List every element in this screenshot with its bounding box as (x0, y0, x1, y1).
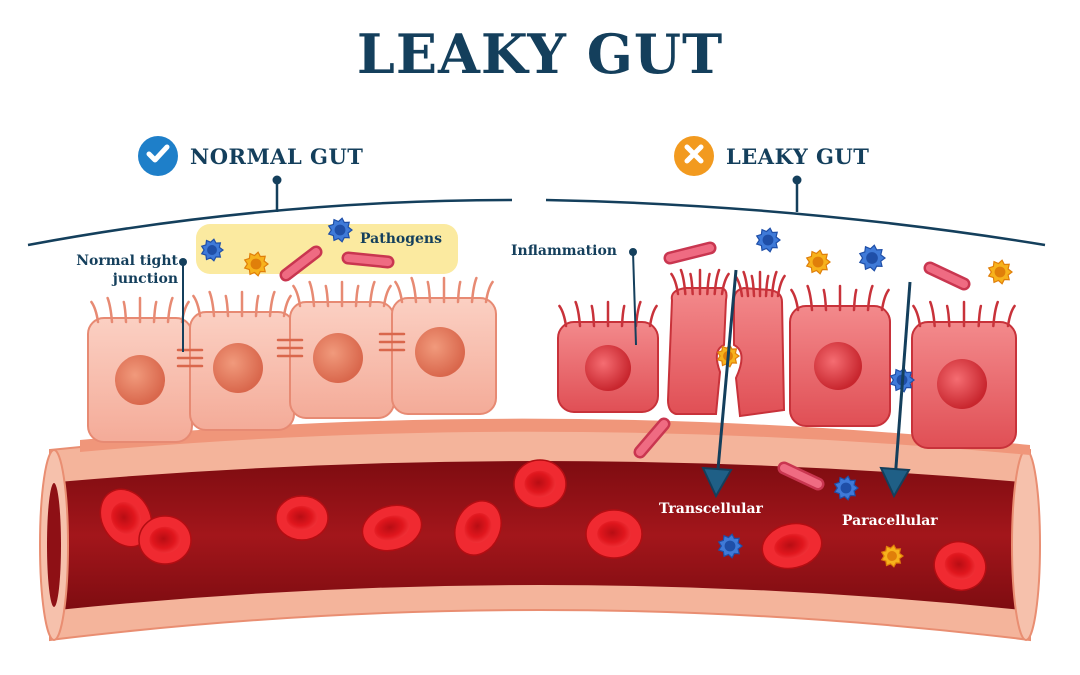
leader-dot-inflammation (629, 248, 637, 256)
microvillus (193, 296, 200, 316)
tight-junction-label: Normal tight junction (58, 252, 178, 288)
leaky-badge (674, 136, 714, 176)
bacterium-highlight (670, 248, 710, 258)
normal-cell (190, 312, 294, 430)
normal-cell (290, 302, 394, 418)
red-blood-cell (586, 510, 642, 558)
normal-cell (88, 318, 192, 442)
inflammation-label: Inflammation (511, 242, 617, 260)
bacterium-highlight (348, 258, 388, 262)
microvillus (384, 286, 391, 306)
normal-cell (392, 298, 496, 414)
tight-junction-label-line1: Normal tight (58, 252, 178, 270)
microvillus (284, 296, 291, 316)
leaky-gut-heading: LEAKY GUT (726, 144, 869, 169)
microvillus (559, 306, 566, 326)
microvillus (882, 290, 889, 310)
inflamed-cell (912, 322, 1016, 448)
transcellular-label: Transcellular (659, 500, 763, 518)
red-blood-cell (514, 460, 566, 508)
microvillus (91, 302, 98, 322)
pathogens-label: Pathogens (360, 230, 442, 248)
check-icon (145, 141, 171, 171)
microvillus (395, 282, 402, 302)
pathogen (757, 228, 780, 252)
microvillus (778, 276, 785, 296)
microvillus (293, 286, 300, 306)
leader-dot-junction (179, 258, 187, 266)
red-blood-cell (139, 516, 191, 564)
x-icon (682, 142, 706, 170)
inflamed-cell (790, 306, 890, 426)
microvillus (913, 306, 920, 326)
pathogen (807, 250, 830, 274)
microvillus (650, 306, 657, 326)
microvillus (486, 282, 493, 302)
bracket-dot-leaky (793, 176, 802, 185)
pathogen (989, 260, 1012, 284)
normal-cells (88, 278, 496, 442)
pathogen (860, 245, 885, 271)
normal-gut-heading: NORMAL GUT (190, 144, 363, 169)
page-title: LEAKY GUT (0, 22, 1080, 86)
inflamed-cell (558, 322, 658, 412)
bracket-dot-normal (273, 176, 282, 185)
section-brackets (28, 180, 1045, 245)
paracellular-label: Paracellular (842, 512, 938, 530)
microvillus (791, 290, 798, 310)
microvillus (1008, 306, 1015, 326)
normal-badge (138, 136, 178, 176)
red-blood-cell (276, 496, 328, 540)
tight-junction-label-line2: junction (58, 270, 178, 288)
